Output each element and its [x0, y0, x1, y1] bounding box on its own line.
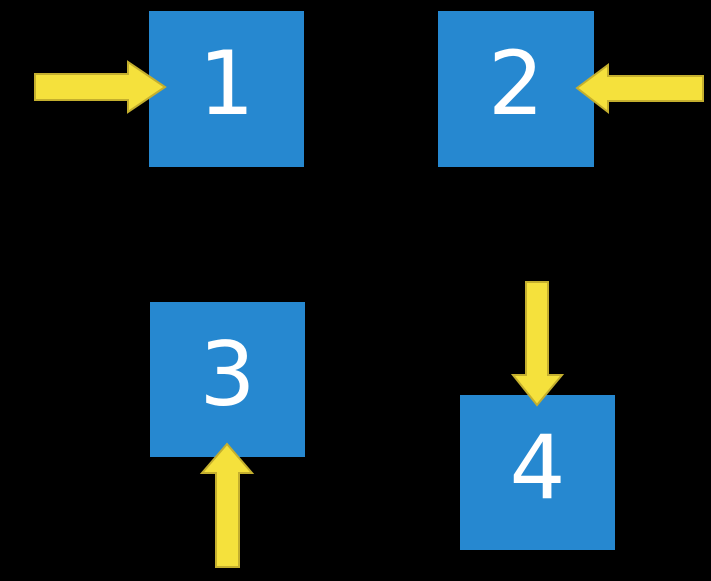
- arrow-right-icon: [34, 60, 167, 114]
- square-1: 1: [149, 11, 304, 167]
- square-2-label: 2: [488, 32, 544, 135]
- square-1-label: 1: [198, 32, 255, 135]
- arrow-up-icon: [199, 442, 255, 568]
- square-3: 3: [150, 302, 305, 457]
- square-4: 4: [460, 395, 615, 550]
- arrow-left-icon: [575, 63, 704, 115]
- square-3-label: 3: [199, 322, 256, 426]
- square-2: 2: [438, 11, 594, 167]
- arrow-down-icon: [510, 281, 565, 407]
- square-4-label: 4: [509, 415, 566, 519]
